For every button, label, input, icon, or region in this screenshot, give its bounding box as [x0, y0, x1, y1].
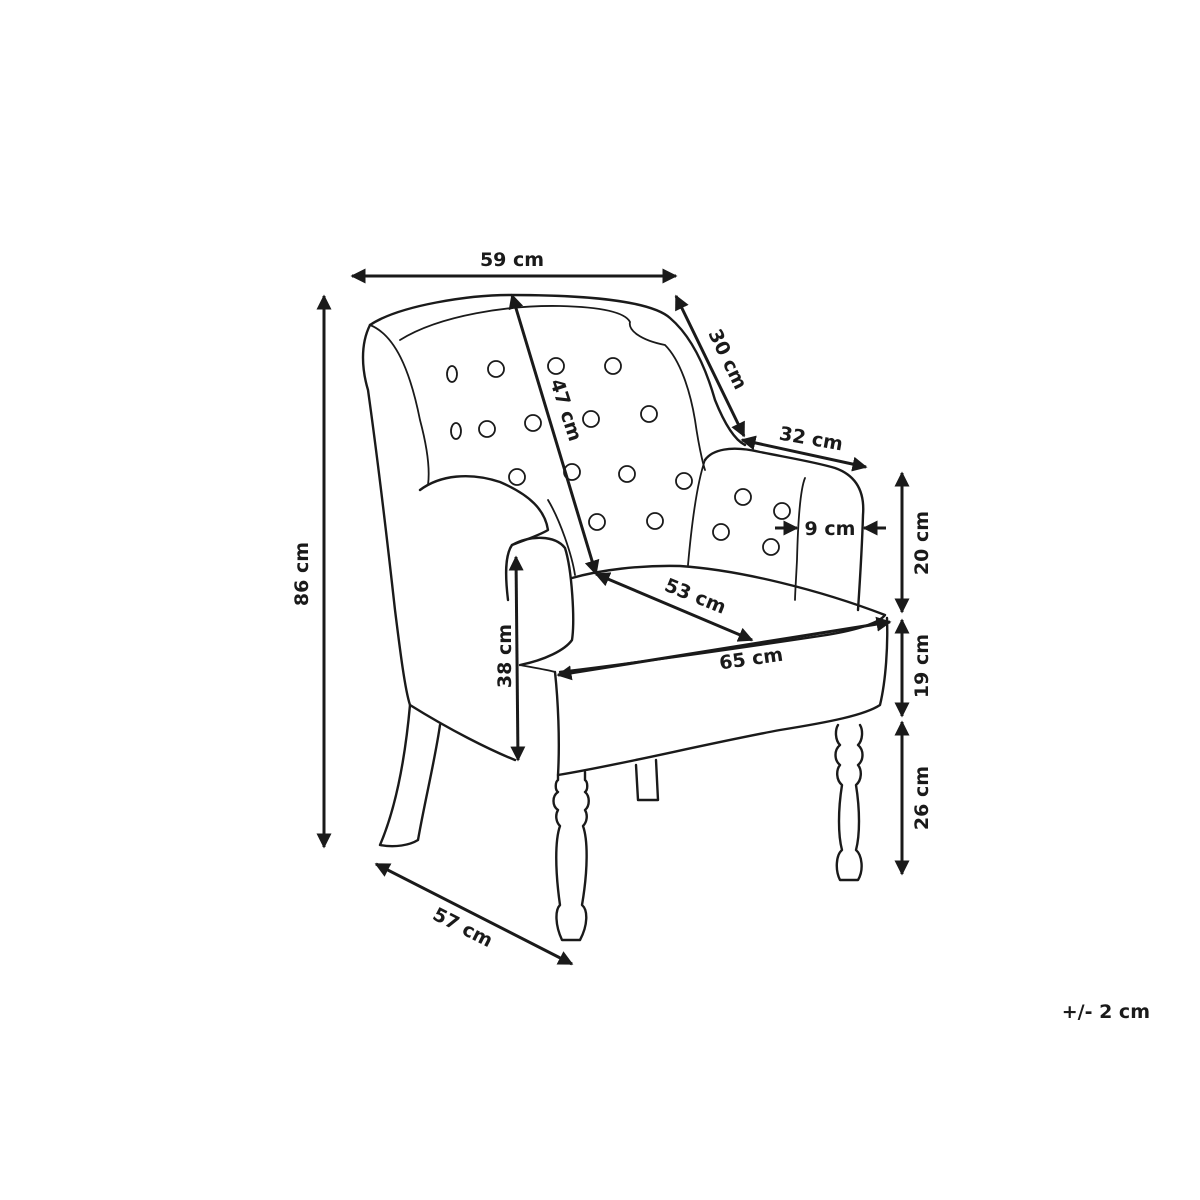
tuft-button — [604, 357, 622, 375]
label-base-depth: 57 cm — [429, 903, 496, 952]
label-seat-depth: 53 cm — [661, 574, 729, 618]
dimline-back-diagonal — [508, 293, 600, 576]
tuft-button — [712, 523, 730, 541]
tuft-button — [762, 538, 780, 556]
label-back-diagonal: 47 cm — [545, 376, 586, 444]
dimline-arm-depth — [674, 294, 746, 438]
tuft-button — [773, 502, 791, 520]
tuft-button — [734, 488, 752, 506]
dimline-seat-width — [556, 616, 892, 681]
tuft-button — [675, 472, 693, 490]
dimension-labels: 59 cm 86 cm 47 cm 30 cm 32 cm 9 cm 20 cm… — [291, 249, 1150, 1023]
tuft-button — [524, 414, 542, 432]
dimline-seat-side-height — [508, 555, 526, 762]
tuft-button — [487, 360, 505, 378]
seat-front-panel — [553, 616, 889, 777]
label-top-width: 59 cm — [480, 249, 544, 271]
label-arm-height: 20 cm — [911, 511, 933, 575]
tuft-button — [478, 420, 496, 438]
armchair-illustration — [361, 293, 889, 942]
label-overall-height: 86 cm — [291, 542, 313, 606]
label-seat-side-height: 38 cm — [494, 624, 516, 688]
tuft-button — [582, 410, 600, 428]
tuft-button — [508, 468, 526, 486]
tuft-button — [640, 405, 658, 423]
chair-back-inner-left — [369, 324, 430, 486]
chair-left-side — [361, 323, 517, 762]
label-leg-height: 26 cm — [911, 766, 933, 830]
tuft-button — [618, 465, 636, 483]
tuft-button — [450, 422, 462, 440]
tuft-button — [547, 357, 565, 375]
label-seat-thickness: 19 cm — [911, 634, 933, 698]
front-right-leg — [834, 723, 864, 882]
tuft-button — [646, 512, 664, 530]
right-arm-roll — [794, 477, 806, 601]
dimline-arm-top-width — [740, 435, 868, 472]
back-right-leg — [634, 758, 660, 802]
tuft-button — [588, 513, 606, 531]
back-left-leg — [378, 703, 442, 848]
front-left-leg — [552, 770, 590, 942]
right-arm-inner — [687, 459, 706, 566]
tolerance-note: +/- 2 cm — [1062, 1001, 1150, 1023]
left-arm-front — [510, 536, 575, 667]
dimline-base-depth — [374, 862, 574, 966]
label-arm-thickness: 9 cm — [805, 518, 856, 540]
tuft-button — [446, 365, 458, 383]
dimension-lines — [316, 268, 910, 966]
back-inner-lower — [547, 499, 576, 576]
seat-left-front-edge — [519, 664, 556, 673]
